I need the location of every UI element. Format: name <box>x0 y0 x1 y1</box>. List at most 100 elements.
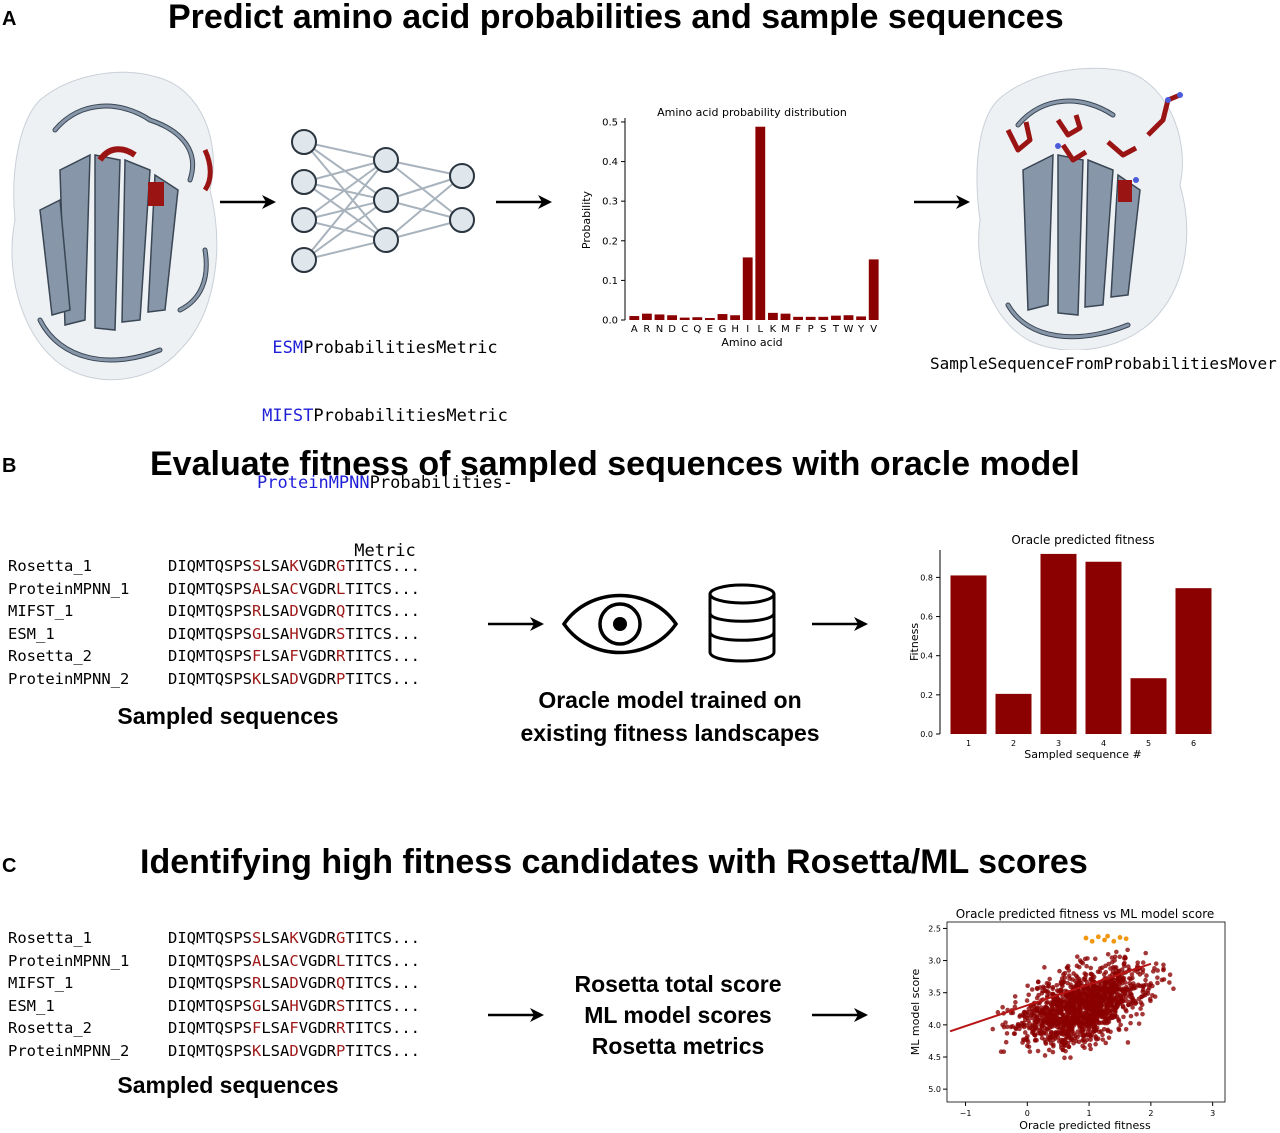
scatter-point <box>1103 1007 1108 1012</box>
scatter-point <box>1046 981 1052 987</box>
scatter-point <box>1099 965 1105 971</box>
y-tick-label: 4.0 <box>928 1021 941 1030</box>
scatter-point <box>1110 965 1116 970</box>
scatter-point <box>1084 1024 1090 1029</box>
scatter-point <box>1042 988 1048 994</box>
scatter-point <box>1125 947 1130 953</box>
scatter-point <box>1076 964 1082 970</box>
scatter-point <box>1035 1017 1041 1023</box>
x-tick-label: W <box>844 324 854 335</box>
sequence-name: ProteinMPNN_2 <box>8 1041 130 1060</box>
scatter-point <box>1128 1013 1134 1019</box>
metric-continuation: Metric <box>354 540 416 561</box>
scatter-point <box>1148 981 1154 986</box>
y-tick-label: 0.4 <box>602 157 618 168</box>
scatter-point <box>1065 1015 1070 1020</box>
sequence-segment: TITCS... <box>345 974 421 992</box>
scatter-point <box>1111 1005 1117 1010</box>
mutated-residue: K <box>289 557 299 575</box>
scatter-point <box>1036 992 1041 998</box>
scatter-point <box>1068 1055 1073 1060</box>
x-tick-label: K <box>770 324 777 335</box>
mutated-residue: C <box>289 951 299 970</box>
bar <box>1130 678 1167 734</box>
scatter-point <box>1017 1014 1022 1019</box>
mutated-residue: R <box>252 974 262 992</box>
metric-proteinmpnn: ProteinMPNNProbabilities- <box>257 473 513 493</box>
scatter-point <box>1097 969 1103 975</box>
x-tick-label: 2 <box>1011 739 1016 748</box>
x-axis-label: Amino acid <box>721 336 782 349</box>
y-tick-label: 0.1 <box>602 276 618 287</box>
sequence-segment: LSA <box>261 557 290 575</box>
scatter-point <box>1022 1030 1028 1035</box>
scatter-point <box>1046 1047 1052 1053</box>
scatter-point <box>1051 1043 1056 1049</box>
y-axis-label: Fitness <box>908 623 921 661</box>
scatter-point <box>1012 1031 1018 1036</box>
scatter-point <box>1078 1023 1084 1029</box>
mutated-residue: G <box>252 624 262 643</box>
sequence-segment: VGDR <box>298 669 337 688</box>
mutated-residue: G <box>336 929 346 947</box>
sequence-segment: VGDR <box>298 647 337 665</box>
scatter-point <box>1003 1039 1009 1045</box>
scatter-point <box>1155 980 1160 986</box>
sequence-name: Rosetta_2 <box>8 1019 92 1037</box>
scatter-point <box>1087 1032 1093 1038</box>
scatter-point <box>1021 1009 1027 1015</box>
x-tick-label: 3 <box>1056 739 1061 748</box>
scatter-point <box>1106 1019 1112 1025</box>
scatter-point <box>1043 1005 1049 1010</box>
scatter-point <box>1167 980 1172 985</box>
bar <box>1040 553 1077 734</box>
sequence-segment: TITCS... <box>345 1041 421 1060</box>
scatter-point <box>1115 977 1121 982</box>
x-tick-label: P <box>808 324 814 335</box>
sequence-segment: DIQMTQSPS <box>168 579 252 598</box>
sequence-segment: VGDR <box>298 624 337 643</box>
bar <box>641 313 652 320</box>
scatter-point <box>1107 989 1112 994</box>
scatter-point <box>1054 1002 1060 1008</box>
highlighted-point <box>1102 937 1107 943</box>
x-tick-label: L <box>758 324 764 335</box>
scatter-point <box>1081 1037 1086 1043</box>
scatter-point <box>1114 949 1119 955</box>
database-icon <box>708 583 776 663</box>
scatter-point <box>1140 984 1146 990</box>
sequence-segment: VGDR <box>298 1041 337 1060</box>
sequence-name: ESM_1 <box>8 996 55 1015</box>
scatter-point <box>1134 1012 1139 1017</box>
bar <box>679 317 690 320</box>
scatter-point <box>1110 982 1116 988</box>
sequence-segment: LSA <box>261 974 290 992</box>
scatter-point <box>1093 1041 1098 1047</box>
scatter-point <box>1129 972 1135 977</box>
bar <box>730 315 741 320</box>
sequence-name: MIFST_1 <box>8 602 74 620</box>
y-axis-label: ML model score <box>909 969 922 1056</box>
highlighted-point <box>1117 935 1123 940</box>
x-tick-label: 1 <box>1087 1109 1092 1118</box>
scatter-point <box>1058 987 1063 993</box>
scatter-point <box>1055 1030 1060 1035</box>
scatter-point <box>1136 996 1142 1002</box>
bar <box>629 316 640 320</box>
scatter-point <box>1004 1031 1010 1036</box>
highlighted-point <box>1111 938 1117 944</box>
scatter-point <box>1089 993 1095 998</box>
scatter-point <box>1077 1010 1083 1015</box>
sequence-segment: LSA <box>261 624 290 643</box>
scatter-point <box>1020 1023 1025 1029</box>
sequence-segment: TITCS... <box>345 647 421 665</box>
scatter-point <box>1127 981 1132 986</box>
scatter-point <box>1022 1037 1027 1043</box>
scatter-point <box>1062 1055 1067 1061</box>
y-tick-label: 0.4 <box>920 652 933 661</box>
